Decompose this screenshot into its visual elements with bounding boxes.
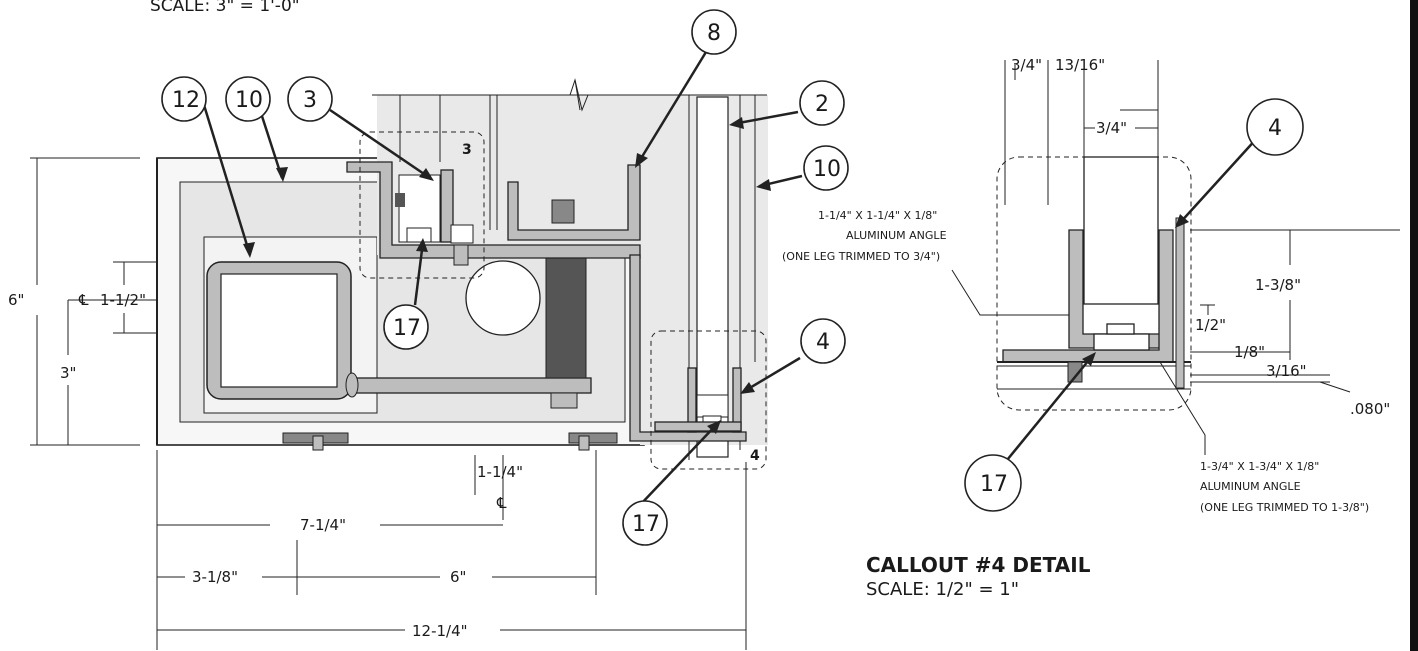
dim-detail-1-3-8: 1-3/8" bbox=[1255, 276, 1301, 294]
detail-ref-4: 4 bbox=[750, 448, 760, 464]
svg-text:17: 17 bbox=[632, 512, 660, 537]
dim-6: 6" bbox=[450, 568, 466, 586]
detail-box-4 bbox=[650, 330, 767, 470]
main-leaders bbox=[198, 51, 803, 506]
dim-detail-3-4: 3/4" bbox=[1011, 56, 1042, 74]
centerline-mark: ℄ bbox=[78, 291, 89, 309]
dim-detail-1-2: 1/2" bbox=[1195, 316, 1226, 334]
note-small-angle-1: 1-1/4" X 1-1/4" X 1/8" bbox=[818, 209, 937, 222]
note-large-angle-2: ALUMINUM ANGLE bbox=[1200, 480, 1301, 493]
detail-ref-3: 3 bbox=[462, 142, 472, 158]
callout-12 bbox=[161, 76, 207, 122]
callout-4-detail bbox=[1246, 98, 1304, 156]
svg-text:17: 17 bbox=[393, 316, 421, 341]
svg-text:3: 3 bbox=[303, 88, 317, 113]
dim-detail-inner-3-4: 3/4" bbox=[1096, 119, 1127, 137]
dim-7-1-4: 7-1/4" bbox=[300, 516, 346, 534]
callout-2 bbox=[799, 80, 845, 126]
dim-detail-13-16: 13/16" bbox=[1055, 56, 1105, 74]
centerline-mark-bottom: ℄ bbox=[496, 494, 507, 512]
callout-17-bottom bbox=[622, 500, 668, 546]
dim-detail-3-16: 3/16" bbox=[1266, 362, 1307, 380]
svg-text:10: 10 bbox=[813, 157, 841, 182]
main-dimensions: 6" ℄ 3" 1-1/2" 1-1/4" ℄ 7-1/4" 3-1/8" 6" bbox=[8, 157, 747, 650]
round-hole bbox=[465, 260, 541, 336]
svg-text:10: 10 bbox=[235, 88, 263, 113]
detail-notes: 1-1/4" X 1-1/4" X 1/8" ALUMINUM ANGLE (O… bbox=[782, 209, 1369, 514]
callout-17-top bbox=[383, 304, 429, 350]
dim-half-height: 3" bbox=[60, 364, 76, 382]
main-callouts: 12 10 3 8 2 10 17 4 17 bbox=[161, 9, 849, 546]
svg-text:4: 4 bbox=[1268, 116, 1282, 141]
channel-8 bbox=[507, 164, 641, 241]
support-bar bbox=[350, 377, 592, 394]
callout-4-main bbox=[800, 318, 846, 364]
note-small-angle-3: (ONE LEG TRIMMED TO 3/4") bbox=[782, 250, 940, 263]
dim-detail-1-8: 1/8" bbox=[1234, 343, 1265, 361]
note-large-angle-1: 1-3/4" X 1-3/4" X 1/8" bbox=[1200, 460, 1319, 473]
callout-3 bbox=[287, 76, 333, 122]
detail-title: CALLOUT #4 DETAIL bbox=[866, 553, 1091, 577]
callout-17-detail bbox=[964, 454, 1022, 512]
note-small-angle-2: ALUMINUM ANGLE bbox=[846, 229, 947, 242]
svg-text:8: 8 bbox=[707, 21, 721, 46]
detail-callouts: 4 17 bbox=[964, 98, 1304, 512]
callout-10-right bbox=[803, 145, 849, 191]
dim-offset-1-1-4: 1-1/4" bbox=[477, 463, 523, 481]
detail-box-3 bbox=[359, 131, 485, 279]
callout-10-top bbox=[225, 76, 271, 122]
square-tube-inner bbox=[220, 273, 338, 388]
dim-3-1-8: 3-1/8" bbox=[192, 568, 238, 586]
dim-12-1-4: 12-1/4" bbox=[412, 622, 468, 640]
note-large-angle-3: (ONE LEG TRIMMED TO 1-3/8") bbox=[1200, 501, 1369, 514]
nut bbox=[550, 392, 578, 409]
detail-scale: SCALE: 1/2" = 1" bbox=[866, 579, 1019, 600]
svg-text:17: 17 bbox=[980, 472, 1008, 497]
svg-text:4: 4 bbox=[816, 330, 830, 355]
callout-8 bbox=[691, 9, 737, 55]
dim-height: 6" bbox=[8, 291, 24, 309]
svg-text:12: 12 bbox=[172, 88, 200, 113]
detail-dimensions: 3/4" 13/16" 3/4" 1-3/8" 1/2" 1/8" 3/16" … bbox=[1004, 56, 1400, 418]
detail-glass bbox=[1083, 156, 1159, 305]
header-scale-note: SCALE: 3" = 1'-0" bbox=[150, 0, 300, 16]
callout-4-detail bbox=[996, 156, 1192, 411]
dim-detail-080: .080" bbox=[1350, 400, 1390, 418]
detail-setting-block bbox=[1093, 333, 1150, 351]
dim-tube-offset: 1-1/2" bbox=[100, 291, 146, 309]
post bbox=[545, 256, 587, 379]
svg-text:2: 2 bbox=[815, 92, 829, 117]
sheet-border bbox=[1410, 0, 1418, 651]
main-section: 3 4 bbox=[156, 78, 768, 470]
